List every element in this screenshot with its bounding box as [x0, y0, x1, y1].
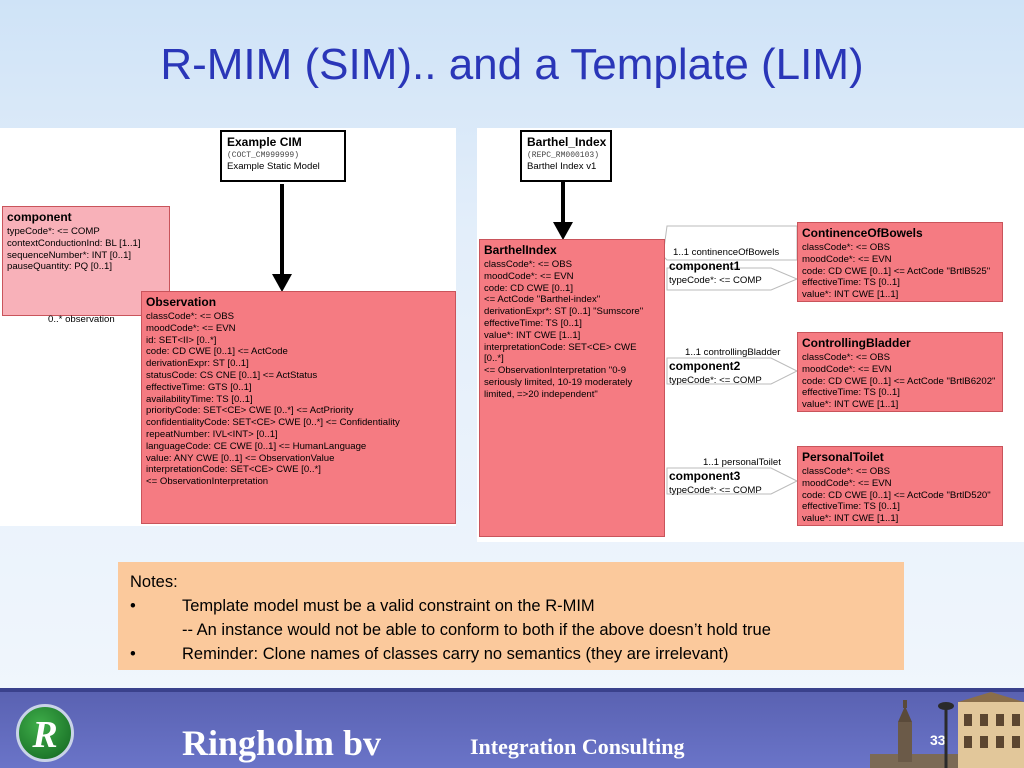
- component-attr: sequenceNumber*: INT [0..1]: [7, 249, 132, 261]
- observation-attr: moodCode*: <= EVN: [146, 322, 236, 334]
- component2-class: component2 typeCode*: <= COMP: [669, 359, 789, 387]
- continence-attr: effectiveTime: TS [0..1]: [802, 277, 900, 289]
- logo-letter: R: [32, 714, 58, 756]
- controlling-bladder-class: ControllingBladder classCode*: <= OBS mo…: [797, 332, 1003, 412]
- continence-title: ContinenceOfBowels: [802, 226, 923, 240]
- component-attr: typeCode*: <= COMP: [7, 226, 100, 237]
- bullet-mark: •: [130, 645, 136, 663]
- city-skyline-icon: [870, 692, 1024, 768]
- page-number: 33: [930, 732, 946, 748]
- notes-bullet-1: • Template model must be a valid constra…: [130, 594, 892, 618]
- toilet-attr: value*: INT CWE [1..1]: [802, 513, 899, 525]
- component3-title: component3: [669, 469, 741, 483]
- notes-box: Notes: • Template model must be a valid …: [118, 562, 904, 670]
- continence-attr: code: CD CWE [0..1] <= ActCode "BrtlB525…: [802, 265, 991, 277]
- observation-attr: derivationExpr: ST [0..1]: [146, 358, 249, 370]
- observation-attr: effectiveTime: GTS [0..1]: [146, 381, 252, 393]
- assoc-label-toilet: 1..1 personalToilet: [703, 457, 781, 468]
- component-attr: contextConductionInd: BL [1..1]: [7, 237, 141, 249]
- observation-attr: repeatNumber: IVL<INT> [0..1]: [146, 428, 278, 440]
- lim-diagram-panel: Barthel_Index (REPC_RM000103) Barthel In…: [477, 128, 1024, 542]
- toilet-title: PersonalToilet: [802, 450, 884, 464]
- bladder-attr: code: CD CWE [0..1] <= ActCode "BrtlB620…: [802, 375, 996, 387]
- barthel-attr: interpretationCode: SET<CE> CWE: [484, 341, 637, 353]
- barthel-attr: value*: INT CWE [1..1]: [484, 329, 581, 341]
- continence-of-bowels-class: ContinenceOfBowels classCode*: <= OBS mo…: [797, 222, 1003, 302]
- bladder-title: ControllingBladder: [802, 336, 911, 350]
- observation-attr: <= ObservationInterpretation: [146, 476, 269, 488]
- assoc-label-continence: 1..1 continenceOfBowels: [673, 247, 780, 258]
- example-cim-box: Example CIM (COCT_CM999999) Example Stat…: [220, 130, 346, 182]
- footer-bar: R Ringholm bv Integration Consulting 33: [0, 688, 1024, 768]
- observation-attr: languageCode: CE CWE [0..1] <= HumanLang…: [146, 440, 367, 452]
- toilet-attr: effectiveTime: TS [0..1]: [802, 501, 900, 513]
- bladder-attr: moodCode*: <= EVN: [802, 363, 892, 375]
- notes-heading: Notes:: [130, 573, 178, 591]
- barthel-index-entry-box: Barthel_Index (REPC_RM000103) Barthel In…: [520, 130, 612, 182]
- barthel-entry-title: Barthel_Index: [527, 135, 607, 149]
- continence-attr: classCode*: <= OBS: [802, 242, 890, 253]
- bladder-attr: effectiveTime: TS [0..1]: [802, 387, 900, 399]
- observation-attr: priorityCode: SET<CE> CWE [0..*] <= ActP…: [146, 405, 354, 417]
- personal-toilet-class: PersonalToilet classCode*: <= OBS moodCo…: [797, 446, 1003, 526]
- notes-bullet-2: • Reminder: Clone names of classes carry…: [130, 642, 892, 666]
- cim-diagram-panel: Example CIM (COCT_CM999999) Example Stat…: [0, 128, 456, 526]
- ringholm-logo-icon: R: [16, 704, 74, 762]
- bladder-attr: value*: INT CWE [1..1]: [802, 399, 899, 411]
- slide-title: R-MIM (SIM).. and a Template (LIM): [160, 40, 864, 89]
- observation-attr: confidentialityCode: SET<CE> CWE [0..*] …: [146, 417, 400, 429]
- barthel-attr: code: CD CWE [0..1]: [484, 282, 574, 294]
- barthel-attr: classCode*: <= OBS: [484, 259, 572, 270]
- component1-title: component1: [669, 259, 741, 273]
- observation-attr: code: CD CWE [0..1] <= ActCode: [146, 346, 288, 358]
- observation-title: Observation: [146, 295, 217, 309]
- barthel-entry-code: (REPC_RM000103): [527, 151, 600, 160]
- bullet-mark: •: [130, 597, 136, 615]
- assoc-label-bladder: 1..1 controllingBladder: [685, 347, 781, 358]
- component2-attr: typeCode*: <= COMP: [669, 375, 762, 386]
- barthel-attr: moodCode*: <= EVN: [484, 270, 574, 282]
- barthel-entry-subtitle: Barthel Index v1: [527, 161, 597, 172]
- notes-bullet-2-text: Reminder: Clone names of classes carry n…: [182, 645, 729, 663]
- bladder-attr: classCode*: <= OBS: [802, 352, 890, 363]
- barthel-index-title: BarthelIndex: [484, 243, 557, 257]
- continence-attr: moodCode*: <= EVN: [802, 253, 892, 265]
- component-attr: pauseQuantity: PQ [0..1]: [7, 261, 113, 273]
- component3-class: component3 typeCode*: <= COMP: [669, 469, 789, 497]
- notes-sub-1: -- An instance would not be able to conf…: [182, 621, 771, 639]
- component1-attr: typeCode*: <= COMP: [669, 275, 762, 286]
- observation-attr: statusCode: CS CNE [0..1] <= ActStatus: [146, 369, 318, 381]
- observation-attr: availabilityTime: TS [0..1]: [146, 393, 253, 405]
- component2-title: component2: [669, 359, 741, 373]
- barthel-index-class: BarthelIndex classCode*: <= OBS moodCode…: [479, 239, 665, 537]
- observation-class: Observation classCode*: <= OBS moodCode*…: [141, 291, 456, 524]
- continence-attr: value*: INT CWE [1..1]: [802, 289, 899, 301]
- brand-name: Ringholm bv: [182, 723, 382, 763]
- notes-bullet-1-text: Template model must be a valid constrain…: [182, 597, 595, 615]
- observation-attr: classCode*: <= OBS: [146, 311, 234, 322]
- observation-attr: interpretationCode: SET<CE> CWE [0..*]: [146, 464, 321, 476]
- component-title: component: [7, 210, 72, 224]
- observation-association-label: 0..* observation: [48, 314, 115, 325]
- component1-class: component1 typeCode*: <= COMP: [669, 259, 789, 287]
- brand-tagline: Integration Consulting: [470, 734, 685, 759]
- barthel-attr: effectiveTime: TS [0..1]: [484, 317, 582, 329]
- barthel-attr: [0..*]: [484, 353, 504, 365]
- barthel-attr: <= ObservationInterpretation "0-9 seriou…: [484, 365, 633, 400]
- example-cim-title: Example CIM: [227, 135, 302, 149]
- observation-attr: id: SET<II> [0..*]: [146, 334, 217, 346]
- barthel-attr: <= ActCode "Barthel-index": [484, 294, 601, 306]
- toilet-attr: classCode*: <= OBS: [802, 466, 890, 477]
- component3-attr: typeCode*: <= COMP: [669, 485, 762, 496]
- example-cim-code: (COCT_CM999999): [227, 151, 300, 160]
- toilet-attr: code: CD CWE [0..1] <= ActCode "BrtlD520…: [802, 489, 991, 501]
- barthel-attr: derivationExpr*: ST [0..1] "Sumscore": [484, 306, 644, 318]
- example-cim-subtitle: Example Static Model: [227, 161, 320, 172]
- observation-attr: value: ANY CWE [0..1] <= ObservationValu…: [146, 452, 335, 464]
- toilet-attr: moodCode*: <= EVN: [802, 477, 892, 489]
